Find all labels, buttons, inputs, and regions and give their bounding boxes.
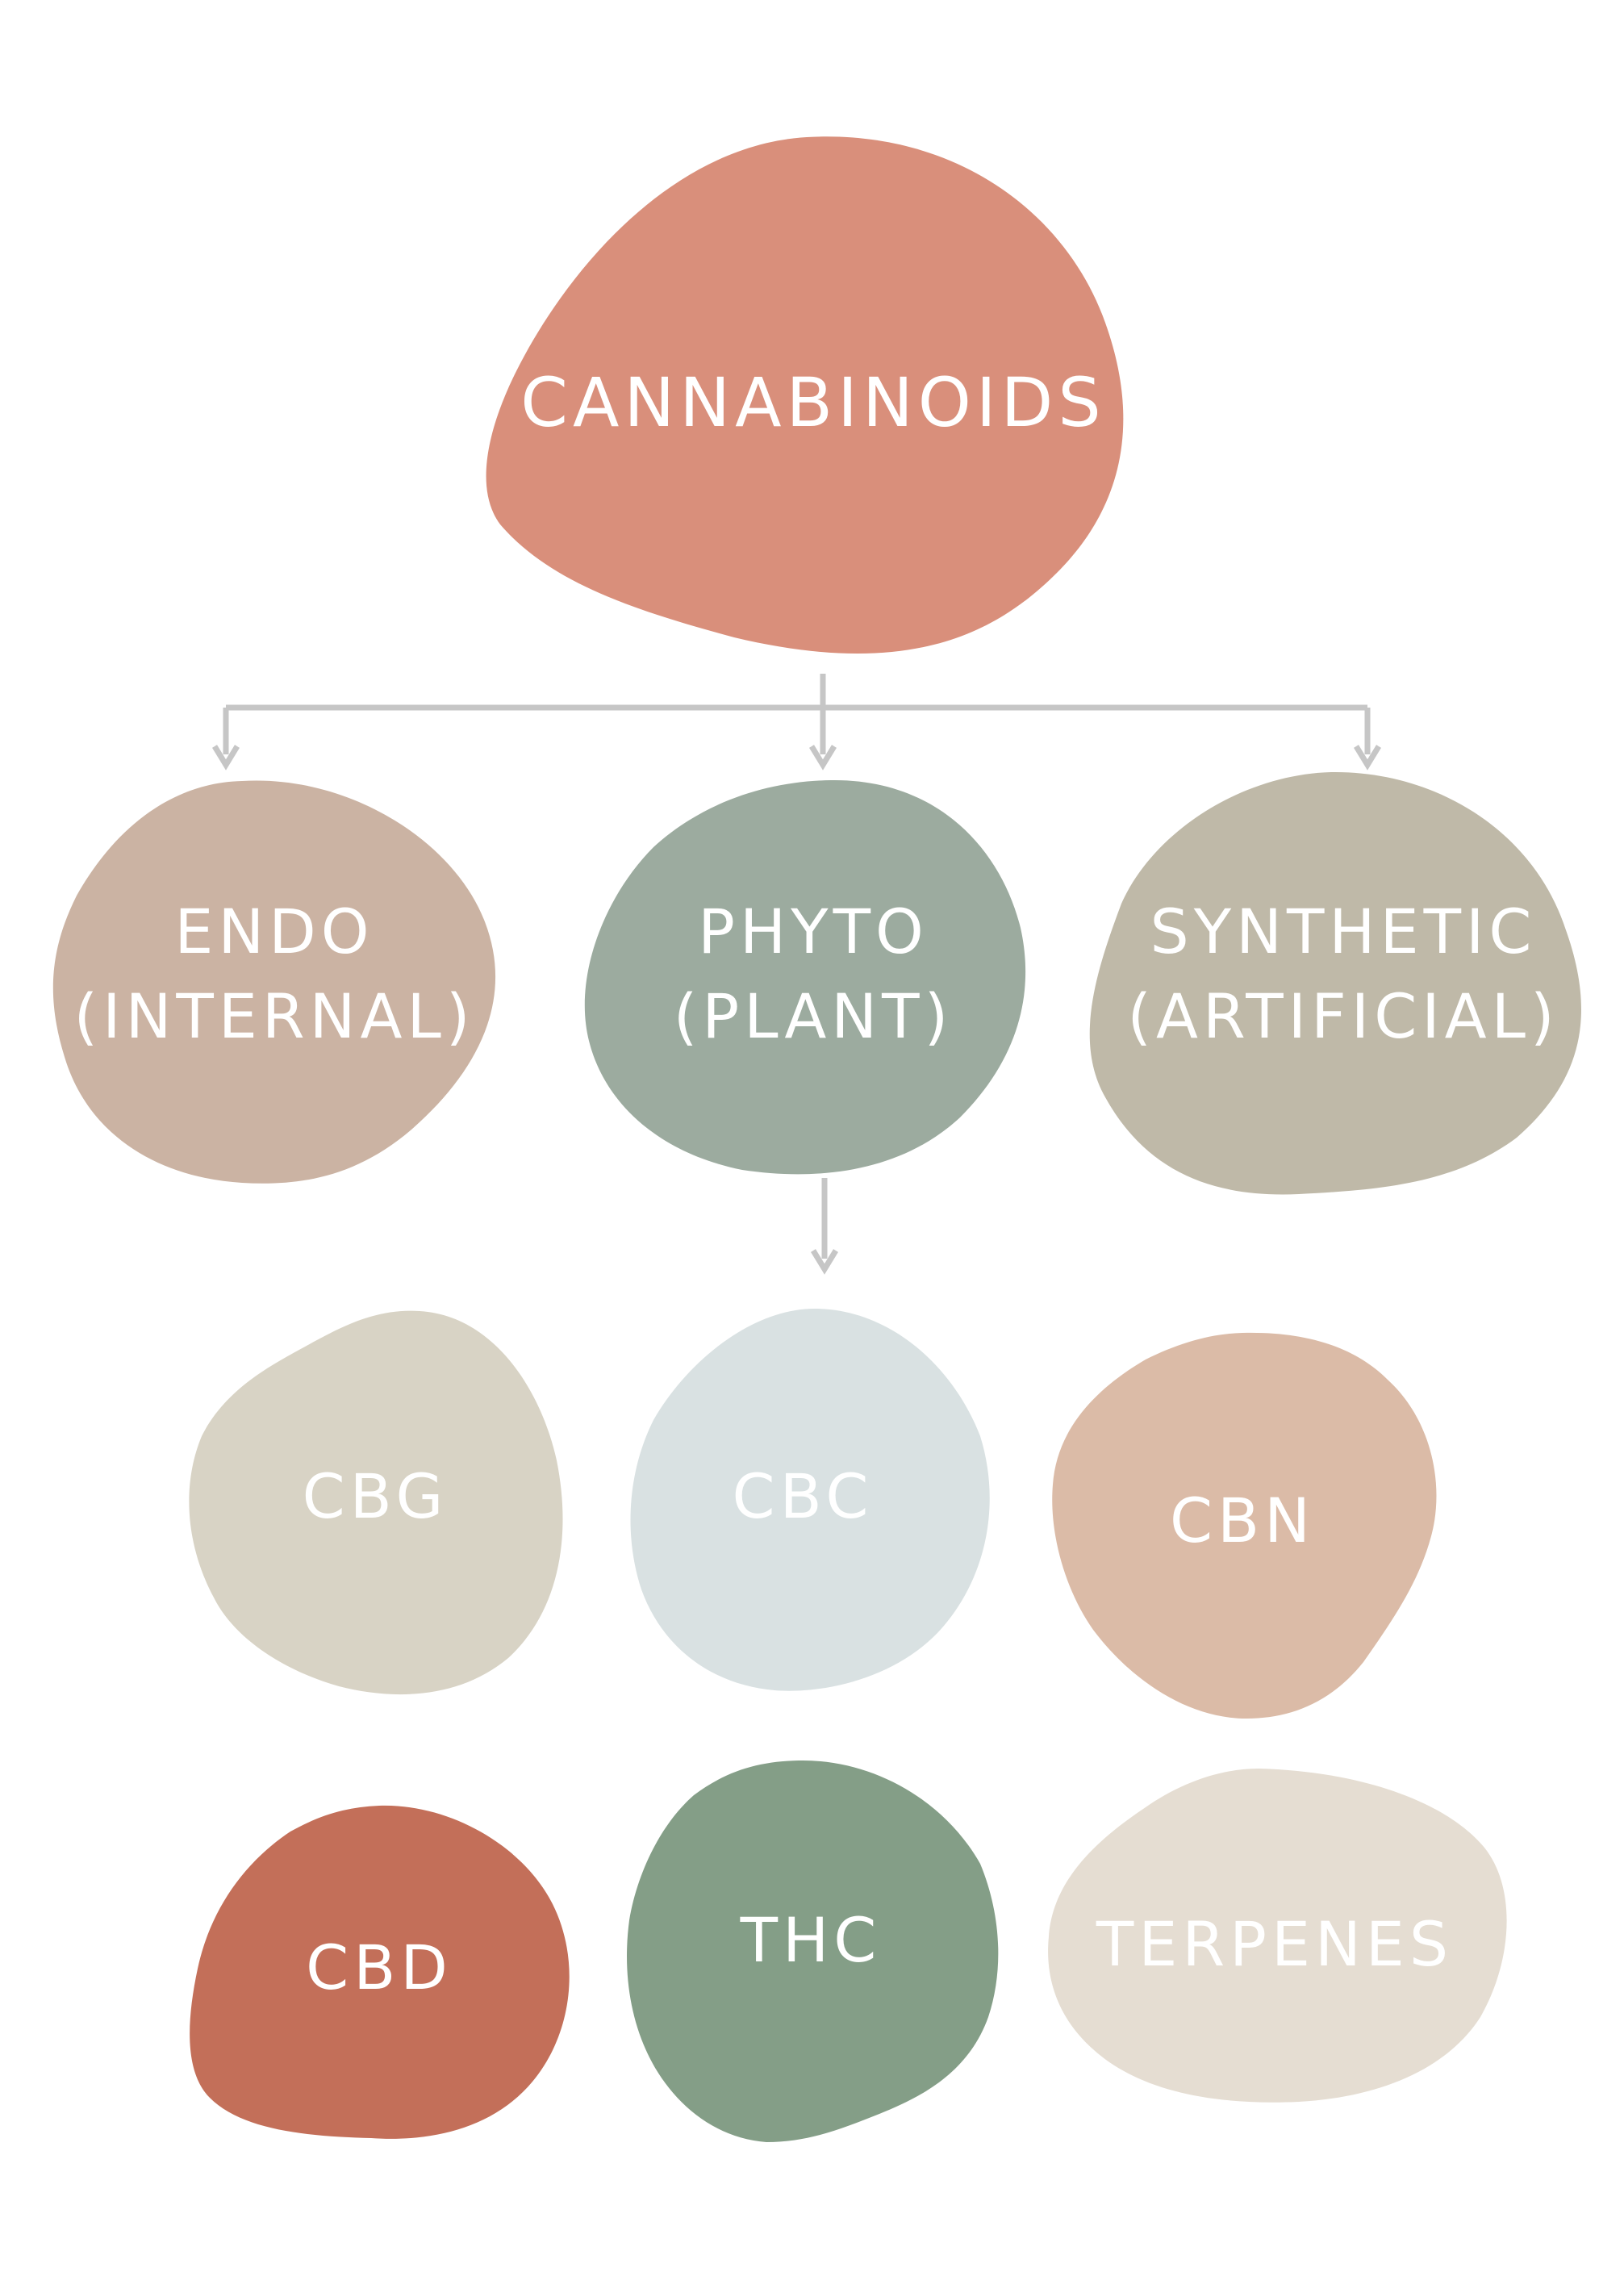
phyto-label-line1: PHYTO [698,896,929,967]
endo-label-line1: ENDO [174,896,374,967]
arrow-synthetic-icon [1354,745,1381,771]
thc-blob [627,1760,999,2142]
root-blob [486,136,1124,654]
cbd-label: CBD [306,1932,453,2003]
compound-thc: THC [627,1760,999,2142]
synthetic-label-line1: SYNTHETIC [1150,896,1536,967]
arrow-endo-icon [212,745,240,771]
cbc-label: CBC [733,1460,874,1532]
compound-terpenes: TERPENES [1048,1769,1507,2103]
arrow-phyto-icon [809,745,837,771]
phyto-blob [584,779,1026,1175]
synthetic-label-line2: (ARTIFICIAL) [1127,980,1559,1052]
cbg-label: CBG [303,1460,449,1532]
category-endo: ENDO (INTERNAL) [52,780,496,1184]
cbc-blob [630,1309,990,1691]
cbg-blob [189,1310,563,1695]
phyto-label-line2: (PLANT) [674,980,953,1052]
synthetic-blob [1089,771,1581,1195]
arrow-compounds-icon [811,1249,838,1275]
endo-blob [52,780,496,1184]
root-node: CANNABINOIDS [486,136,1124,654]
root-label: CANNABINOIDS [520,363,1105,442]
cbd-blob [190,1805,570,2139]
terpenes-blob [1048,1769,1507,2103]
cbn-label: CBN [1170,1485,1315,1556]
compound-cbd: CBD [190,1805,570,2139]
compound-cbn: CBN [1052,1332,1437,1719]
compound-cbc: CBC [630,1309,990,1691]
endo-label-line2: (INTERNAL) [74,980,475,1052]
category-phyto: PHYTO (PLANT) [584,779,1026,1175]
connectors [212,674,1381,1275]
category-synthetic: SYNTHETIC (ARTIFICIAL) [1089,771,1581,1195]
compound-cbg: CBG [189,1310,563,1695]
terpenes-label: TERPENES [1096,1908,1453,1980]
thc-label: THC [740,1904,882,1976]
cbn-blob [1052,1332,1437,1719]
